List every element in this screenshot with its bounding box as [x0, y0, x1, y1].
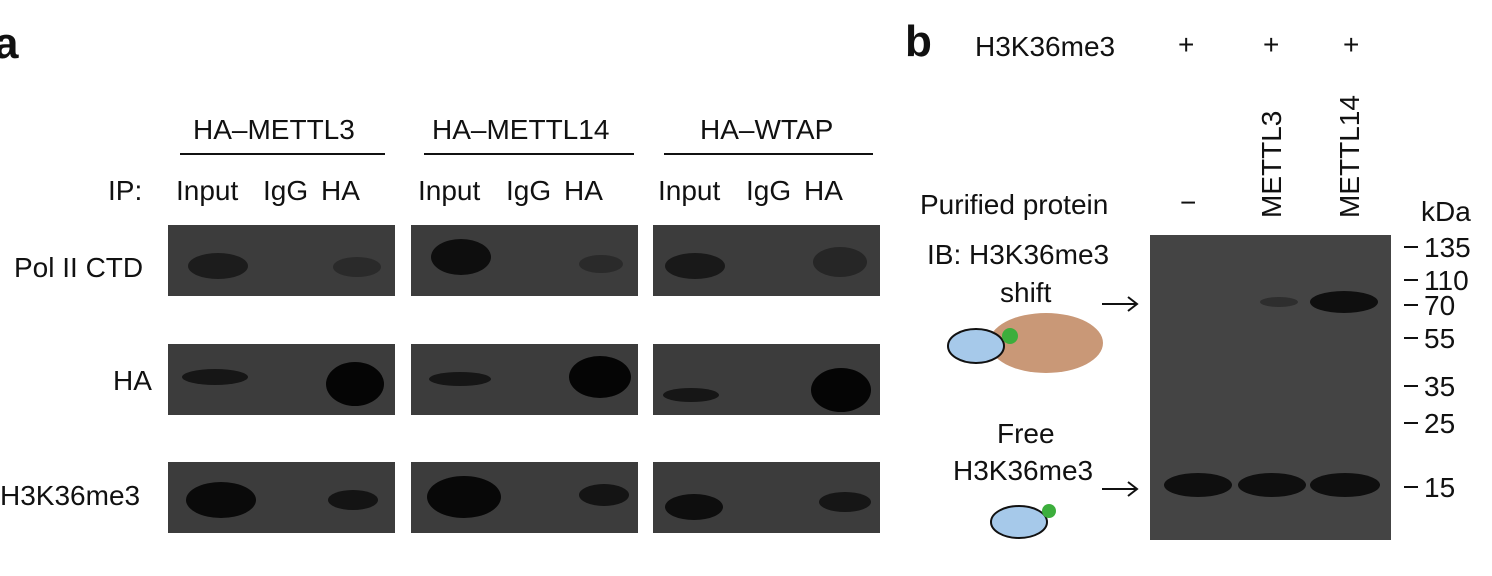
shift-arrow	[1102, 296, 1139, 312]
band	[579, 255, 623, 273]
blot-h3-wtap	[653, 462, 880, 533]
purified-lane-mettl3: METTL3	[1256, 110, 1287, 218]
marker-tick	[1404, 385, 1418, 387]
shift-label: shift	[1000, 277, 1052, 308]
blot-pol2-wtap	[653, 225, 880, 296]
purified-lane-none: −	[1180, 187, 1197, 218]
shift-band-mettl3	[1260, 297, 1298, 307]
h3k36me3-header-label: H3K36me3	[975, 31, 1116, 62]
plus-sign: +	[1343, 29, 1360, 60]
shift-band-mettl14	[1310, 291, 1378, 313]
row-label-ha: HA	[113, 365, 152, 396]
blot-ha-wtap	[653, 344, 880, 415]
free-histone-illustration	[990, 504, 1056, 539]
band	[429, 372, 491, 386]
lane-label-ha: HA	[321, 175, 360, 206]
marker-tick	[1404, 422, 1418, 424]
blot-h3-mettl3	[168, 462, 395, 533]
lane-label-ha: HA	[564, 175, 603, 206]
free-band-lane2	[1238, 473, 1306, 497]
purified-protein-label: Purified protein	[920, 189, 1109, 220]
band	[665, 494, 723, 520]
plus-sign: +	[1263, 29, 1280, 60]
free-label-line2: H3K36me3	[953, 455, 1094, 486]
group-title-mettl3: HA–METTL3	[193, 114, 355, 145]
methyl-mark-dot	[1042, 504, 1056, 518]
free-band-lane1	[1164, 473, 1232, 497]
kda-label: kDa	[1421, 196, 1471, 227]
lane-label-igg: IgG	[506, 175, 552, 206]
marker-tick	[1404, 337, 1418, 339]
group-title-mettl14: HA–METTL14	[432, 114, 610, 145]
marker-label-35: 35	[1424, 371, 1456, 402]
band	[186, 482, 256, 518]
methyl-mark-dot	[1002, 328, 1018, 344]
band	[326, 362, 384, 406]
group-title-wtap: HA–WTAP	[700, 114, 834, 145]
blot-h3-mettl14	[411, 462, 638, 533]
group-underline-mettl3	[180, 153, 385, 155]
blot-pol2-mettl3	[168, 225, 395, 296]
panel-b-letter: b	[905, 17, 932, 66]
marker-tick	[1404, 246, 1418, 248]
marker-tick	[1404, 304, 1418, 306]
band	[813, 247, 867, 277]
marker-label-25: 25	[1424, 408, 1456, 439]
panel-a-letter: a	[0, 19, 19, 68]
histone-shape	[990, 505, 1048, 539]
band	[665, 253, 725, 279]
plus-sign: +	[1178, 29, 1195, 60]
band	[333, 257, 381, 277]
free-arrow	[1102, 481, 1139, 497]
ib-label: IB: H3K36me3	[927, 239, 1110, 270]
purified-lane-mettl14: METTL14	[1334, 95, 1365, 218]
marker-tick	[1404, 486, 1418, 488]
marker-label-55: 55	[1424, 323, 1456, 354]
band	[663, 388, 719, 402]
band	[182, 369, 248, 385]
lane-label-input: Input	[176, 175, 239, 206]
group-underline-wtap	[664, 153, 873, 155]
partner-protein-shape	[989, 313, 1103, 373]
row-label-h3k36me3: H3K36me3	[0, 480, 141, 511]
lane-label-input: Input	[658, 175, 721, 206]
marker-tick	[1404, 279, 1418, 281]
lane-label-igg: IgG	[746, 175, 792, 206]
band	[328, 490, 378, 510]
gel-blot-panel-b	[1150, 235, 1391, 540]
marker-label-70: 70	[1424, 290, 1456, 321]
band	[819, 492, 871, 512]
blot-ha-mettl3	[168, 344, 395, 415]
histone-complex-illustration	[947, 313, 1103, 373]
blot-ha-mettl14	[411, 344, 638, 415]
lane-label-igg: IgG	[263, 175, 309, 206]
marker-label-15: 15	[1424, 472, 1456, 503]
lane-label-ha: HA	[804, 175, 843, 206]
band	[431, 239, 491, 275]
band	[569, 356, 631, 398]
marker-label-135: 135	[1424, 232, 1471, 263]
lane-label-input: Input	[418, 175, 481, 206]
ip-label: IP:	[108, 175, 143, 206]
band	[579, 484, 629, 506]
band	[427, 476, 501, 518]
free-label-line1: Free	[997, 418, 1055, 449]
band	[811, 368, 871, 412]
band	[188, 253, 248, 279]
row-label-pol2-ctd: Pol II CTD	[14, 252, 144, 283]
marker-label-110: 110	[1424, 265, 1469, 296]
group-underline-mettl14	[424, 153, 634, 155]
histone-shape	[947, 328, 1005, 364]
free-band-lane3	[1310, 473, 1380, 497]
blot-pol2-mettl14	[411, 225, 638, 296]
